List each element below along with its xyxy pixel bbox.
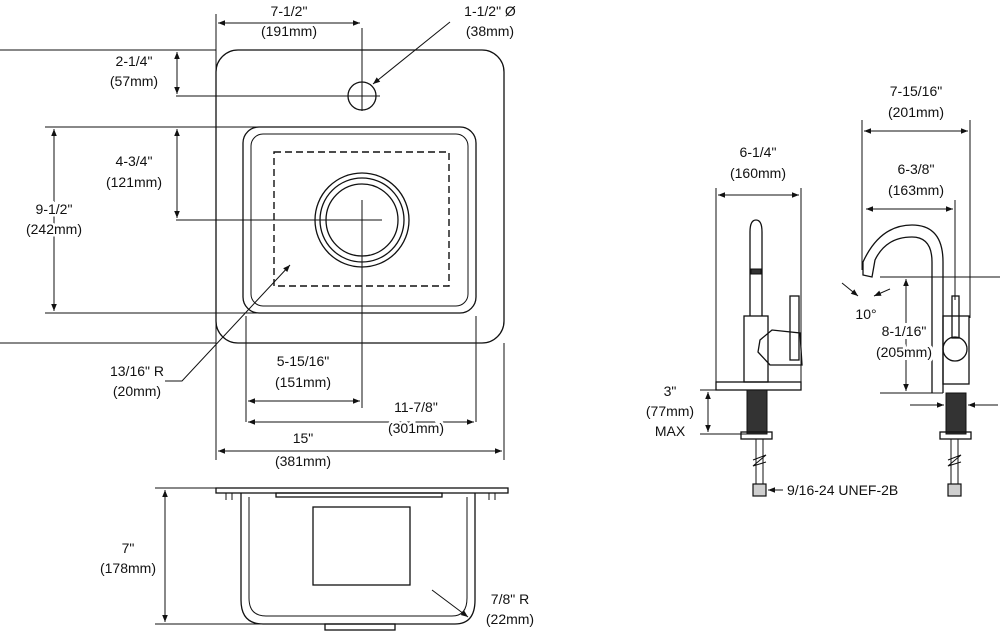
dim-bowl-width-in: 11-7/8" — [394, 399, 438, 415]
dim-hole-from-back-in: 2-1/4" — [116, 53, 153, 69]
faucet-spout-front — [749, 219, 763, 316]
sink-outline — [215, 49, 505, 344]
dim-hole-from-back-mm: (57mm) — [110, 73, 158, 89]
faucet-base-plate — [715, 381, 802, 391]
dim-max-deck-thickness-note: MAX — [655, 423, 686, 439]
dim-base-width-in: 6-1/4" — [740, 144, 777, 160]
dim-spout-angle-value: 10° — [855, 306, 876, 322]
dim-faucet-hole-diameter-in: 1-1/2" Ø — [464, 3, 516, 19]
dim-drain-from-left: 5-15/16" (151mm) — [248, 353, 360, 404]
dim-overall-reach-in: 7-15/16" — [890, 83, 942, 99]
dim-bowl-width: 11-7/8" (301mm) — [248, 399, 474, 439]
dim-corner-radius: 13/16" R (20mm) — [110, 264, 291, 399]
sink-label-panel — [312, 506, 411, 586]
thread-spec: 9/16-24 UNEF-2B — [787, 482, 898, 498]
dim-sink-depth-in: 7" — [122, 540, 135, 556]
dim-spout-height-mm: (205mm) — [876, 344, 932, 360]
thread-callout: 9/16-24 UNEF-2B — [768, 482, 898, 498]
dim-bowl-front-to-back: 9-1/2" (242mm) — [23, 129, 85, 311]
dim-drain-from-back: 4-3/4" (121mm) — [106, 129, 180, 218]
dim-spout-angle: 10° — [841, 282, 891, 322]
faucet-shank — [746, 389, 768, 435]
dim-spout-reach: 6-3/8" (163mm) — [866, 161, 953, 212]
dim-max-deck-thickness-in: 3" — [664, 383, 677, 399]
dim-overall-width: 15" (381mm) — [218, 430, 502, 472]
dim-drain-from-left-in: 5-15/16" — [277, 353, 329, 369]
dim-sink-depth: 7" (178mm) — [100, 490, 168, 622]
dim-base-width: 6-1/4" (160mm) — [718, 144, 799, 198]
dim-bottom-radius: 7/8" R (22mm) — [431, 589, 534, 627]
dim-drain-from-left-mm: (151mm) — [275, 374, 331, 390]
dim-base-width-mm: (160mm) — [730, 165, 786, 181]
dim-spout-height: 8-1/16" (205mm) — [873, 279, 935, 391]
dim-spout-reach-mm: (163mm) — [888, 182, 944, 198]
dim-spout-height-in: 8-1/16" — [882, 323, 927, 339]
dim-hole-from-back: 2-1/4" (57mm) — [110, 52, 180, 94]
dim-corner-radius-mm: (20mm) — [113, 383, 161, 399]
dim-overall-width-in: 15" — [293, 430, 314, 446]
faucet-handle-knob — [942, 336, 968, 362]
dim-max-deck-thickness: 3" (77mm) MAX — [646, 383, 711, 439]
sink-side-view — [155, 487, 509, 631]
dim-faucet-hole-offset-in: 7-1/2" — [271, 3, 308, 19]
dim-overall-reach-mm: (201mm) — [888, 104, 944, 120]
dim-bottom-radius-in: 7/8" R — [491, 591, 529, 607]
dim-bowl-front-to-back-in: 9-1/2" — [36, 201, 73, 217]
dim-max-deck-thickness-mm: (77mm) — [646, 403, 694, 419]
dim-faucet-hole-offset-mm: (191mm) — [261, 23, 317, 39]
dim-drain-from-back-mm: (121mm) — [106, 174, 162, 190]
dim-drain-from-back-in: 4-3/4" — [116, 153, 153, 169]
sink-top-view — [0, 14, 505, 460]
dim-corner-radius-in: 13/16" R — [110, 363, 164, 379]
faucet-side-view — [861, 120, 1000, 497]
dim-sink-depth-mm: (178mm) — [100, 560, 156, 576]
dim-faucet-hole-diameter-mm: (38mm) — [466, 23, 514, 39]
dim-bowl-width-mm: (301mm) — [388, 420, 444, 436]
faucet-front-view — [700, 188, 803, 497]
dim-bottom-radius-mm: (22mm) — [486, 611, 534, 627]
sink-rim — [215, 487, 509, 494]
dim-overall-reach: 7-15/16" (201mm) — [864, 83, 968, 134]
dim-spout-reach-in: 6-3/8" — [898, 161, 935, 177]
dim-overall-width-mm: (381mm) — [275, 453, 331, 469]
dim-bowl-front-to-back-mm: (242mm) — [26, 221, 82, 237]
faucet-spout-side — [862, 224, 944, 393]
sink-bowl-profile — [240, 493, 476, 625]
dim-faucet-hole-offset: 7-1/2" (191mm) — [218, 3, 360, 39]
dim-faucet-hole-diameter: 1-1/2" Ø (38mm) — [372, 3, 516, 85]
